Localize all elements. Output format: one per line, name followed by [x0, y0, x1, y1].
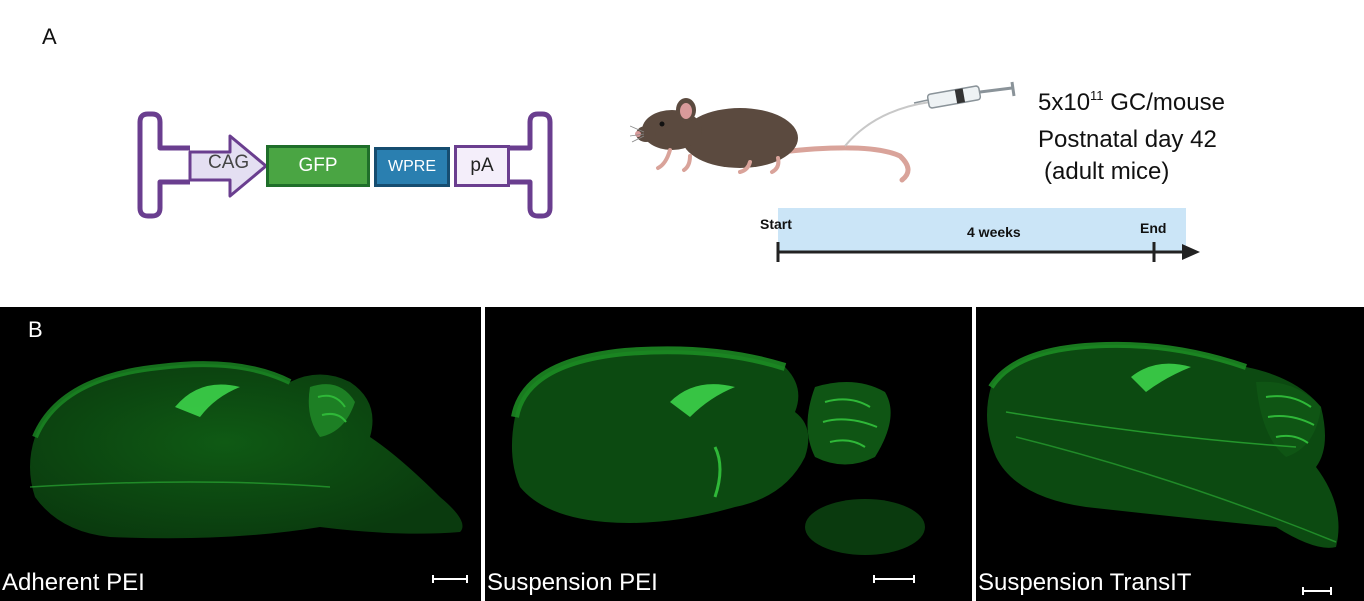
brain-image-adherent-pei: B Adherent PEI	[0, 307, 481, 601]
cag-label: CAG	[208, 152, 250, 173]
panel-a-label: A	[42, 24, 57, 49]
construct-itr-graphic	[137, 111, 553, 219]
timeline-duration-bar	[778, 208, 1186, 252]
condition-label: Suspension TransIT	[978, 569, 1192, 596]
aav-construct-diagram: CAG GFP WPRE pA	[130, 100, 570, 230]
adult-note-text: (adult mice)	[1044, 158, 1170, 185]
dose-base: 5x10	[1038, 89, 1091, 116]
age-text: Postnatal day 42	[1038, 126, 1217, 153]
image-divider	[972, 307, 976, 601]
image-divider	[481, 307, 485, 601]
mouse-injection-illustration	[630, 80, 1030, 190]
mouse-icon	[630, 81, 1016, 183]
sagittal-brain-section-icon	[511, 346, 925, 555]
sagittal-brain-section-icon	[987, 341, 1339, 548]
scale-bar	[432, 575, 468, 583]
condition-label: Adherent PEI	[2, 569, 145, 596]
panel-b-label: B	[28, 317, 43, 342]
dose-exponent: 11	[1090, 88, 1104, 103]
cag-promoter-arrow-icon	[188, 134, 268, 198]
timeline-end-label: End	[1140, 220, 1167, 236]
right-itr-icon	[510, 111, 553, 219]
condition-label: Suspension PEI	[487, 569, 658, 596]
timeline-duration-label: 4 weeks	[967, 224, 1021, 240]
brain-image-suspension-pei: Suspension PEI	[485, 307, 972, 601]
gfp-box: GFP	[266, 145, 370, 187]
timeline-arrow-icon	[776, 242, 1200, 262]
polya-box: pA	[454, 145, 510, 187]
dose-text: 5x1011 GC/mouse	[1038, 88, 1225, 117]
timeline-axis	[770, 236, 1202, 266]
dose-unit: GC/mouse	[1103, 89, 1225, 116]
timeline-start-label: Start	[760, 216, 792, 232]
wpre-box: WPRE	[374, 147, 450, 187]
scale-bar	[873, 575, 915, 583]
brain-section-panel: B Adherent PEI Suspension PEI Suspensi	[0, 307, 1364, 601]
brain-image-suspension-transit: Suspension TransIT	[976, 307, 1364, 601]
left-itr-icon	[137, 111, 190, 219]
syringe-icon	[913, 81, 1016, 109]
sagittal-brain-section-icon	[29, 361, 463, 539]
scale-bar	[1302, 587, 1332, 595]
